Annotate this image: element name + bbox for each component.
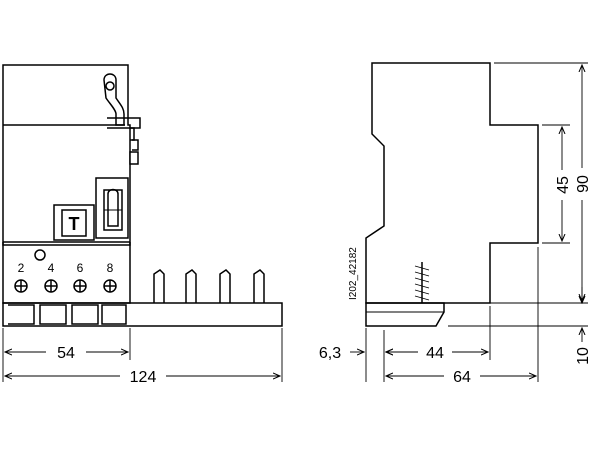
terminal-label-4: 4 [48, 261, 55, 275]
dimension-6-3: 6,3 [319, 345, 400, 362]
drawing-code: I202_42182 [348, 247, 359, 300]
dimension-6-3-label: 6,3 [319, 345, 341, 362]
terminal-screw-4 [44, 279, 58, 293]
dimension-124: 124 [5, 328, 283, 386]
terminal-label-8: 8 [107, 261, 114, 275]
terminal-screws [14, 279, 117, 293]
side-housing-outline [365, 62, 539, 304]
terminal-label-6: 6 [77, 261, 84, 275]
clamp-pads [8, 304, 127, 325]
dimension-45-label: 45 [555, 176, 572, 194]
dimension-124-label: 124 [130, 369, 157, 386]
switch-lever [103, 73, 141, 165]
dimension-44-label: 44 [426, 345, 444, 362]
indicator-circle [34, 249, 46, 261]
busbar-base [2, 302, 283, 327]
dimension-10-label: 10 [575, 347, 592, 365]
busbar-pins [153, 269, 265, 303]
dimension-44: 44 [386, 345, 488, 362]
dimension-64-label: 64 [453, 369, 471, 386]
test-button-label: T [69, 214, 80, 234]
dimension-54: 54 [2, 328, 131, 382]
dimension-90: 90 [575, 65, 592, 301]
dimension-10: 10 [575, 287, 592, 365]
front-housing-outline [2, 64, 131, 246]
dimension-90-label: 90 [575, 175, 592, 193]
terminal-label-2: 2 [18, 261, 25, 275]
side-view: I202_42182 45 90 10 [319, 62, 592, 386]
terminal-screw-6 [73, 279, 87, 293]
dimension-54-label: 54 [57, 345, 75, 362]
din-rail-foot [365, 302, 445, 327]
terminal-screw-8 [103, 279, 117, 293]
dimension-45: 45 [555, 127, 572, 241]
test-module [95, 177, 129, 239]
front-view: T 2 4 6 8 [2, 64, 283, 386]
terminal-screw-2 [14, 279, 28, 293]
dimension-64: 64 [386, 369, 536, 386]
test-button: T [53, 204, 95, 241]
spring-clip [414, 262, 430, 303]
